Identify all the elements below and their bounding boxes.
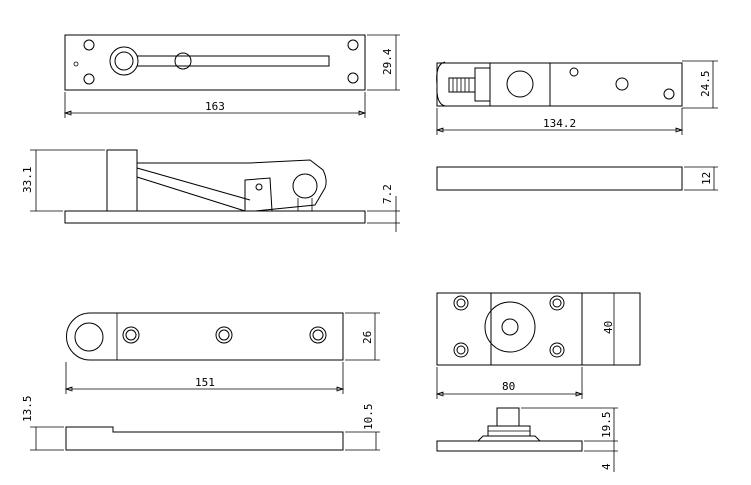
view-bottom-left-plan [64,312,380,394]
dim-24-5-label: 24.5 [699,71,712,98]
view-bottom-right-side [436,407,618,472]
view-bottom-left-side [30,426,380,451]
dim-134-2-label: 134.2 [543,117,576,130]
dim-40-label: 40 [602,321,615,334]
dim-33-1-label: 33.1 [21,167,34,194]
dim-26-label: 26 [361,331,374,344]
dim-163-label: 163 [205,100,225,113]
dim-151-label: 151 [195,376,215,389]
dim-13-5-label: 13.5 [21,396,34,423]
dim-12-label: 12 [700,172,713,185]
dim-7-2-label: 7.2 [381,184,394,204]
dim-4-label: 4 [600,463,613,470]
view-top-right-plan [435,60,718,135]
view-side-right-elevation [436,166,718,191]
dim-10-5-label: 10.5 [362,404,375,431]
dim-80-label: 80 [502,380,515,393]
view-bottom-right-plan [435,292,641,399]
view-side-left-elevation [30,149,400,232]
dim-29-4-label: 29.4 [381,48,394,75]
view-top-left-plan [63,34,400,118]
dim-19-5-label: 19.5 [600,412,613,439]
